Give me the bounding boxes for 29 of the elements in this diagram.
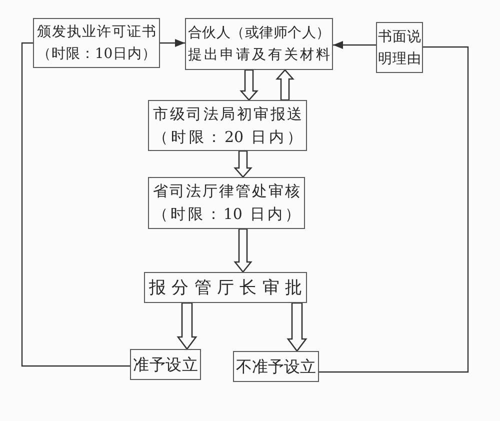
process-box: [148, 100, 307, 151]
process-box: [185, 18, 333, 70]
hollow-arrow: [176, 302, 198, 350]
step-text: 报分管厅长审批: [149, 276, 302, 300]
step-text: 颁发执业许可证书: [37, 23, 156, 42]
process-box: [33, 18, 160, 68]
hollow-arrow: [240, 69, 258, 101]
connector-line: [21, 42, 130, 367]
step-text: 省司法厅律管处审核: [153, 181, 300, 202]
time-limit-text: （时限：10 日内）: [153, 204, 300, 225]
process-box: [233, 351, 319, 382]
time-limit-text: （时限：10日内）: [37, 45, 156, 64]
hollow-arrow: [286, 302, 308, 352]
connector-line: [319, 46, 469, 373]
step-text: 市级司法局初审报送: [153, 104, 302, 124]
process-box: [144, 272, 307, 303]
step-text: 准予设立: [133, 354, 198, 376]
hollow-arrow: [234, 228, 252, 274]
arrow: [160, 39, 185, 47]
arrow: [333, 41, 376, 49]
process-box: [148, 177, 305, 229]
hollow-arrow: [234, 150, 252, 178]
hollow-arrow: [276, 69, 294, 101]
process-box: [130, 349, 201, 380]
step-text: 书面说明理由: [378, 28, 421, 68]
step-text: 合伙人（或律师个人）提出申请及有关材料: [188, 24, 330, 65]
step-text: 不准予设立: [236, 356, 316, 378]
time-limit-text: （时限：20 日内）: [153, 126, 302, 148]
process-box: [376, 22, 423, 73]
